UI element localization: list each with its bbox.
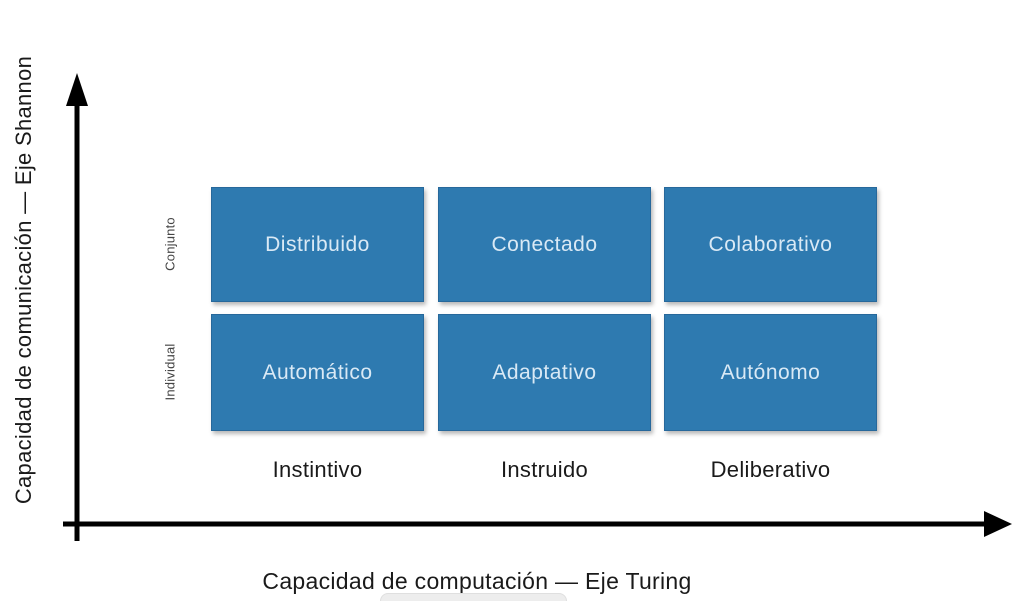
row-label-conjunto: Conjunto (162, 217, 178, 271)
row-label-individual: Individual (162, 343, 178, 401)
cell-automatico: Automático (211, 314, 424, 431)
cell-conectado: Conectado (438, 187, 651, 302)
y-axis-arrow (66, 73, 88, 541)
column-label-deliberativo: Deliberativo (710, 457, 831, 482)
cell-distribuido: Distribuido (211, 187, 424, 302)
column-label-instintivo: Instintivo (272, 457, 363, 482)
x-axis-arrow (63, 511, 1012, 537)
cell-autonomo: Autónomo (664, 314, 877, 431)
y-axis-title: Capacidad de comunicación — Eje Shannon (11, 55, 36, 505)
x-axis-title: Capacidad de computación — Eje Turing (262, 568, 692, 594)
cell-adaptativo: Adaptativo (438, 314, 651, 431)
cropped-bottom-button (380, 593, 567, 601)
column-label-instruido: Instruido (500, 457, 589, 482)
cell-colaborativo: Colaborativo (664, 187, 877, 302)
